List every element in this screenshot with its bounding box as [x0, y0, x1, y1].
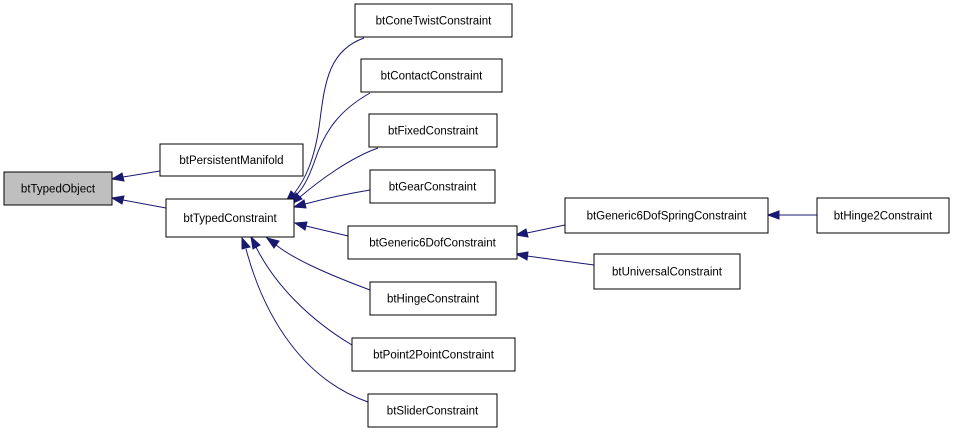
edge-generic6dof-to-typedconstraint: [305, 225, 349, 237]
node-label: btHinge2Constraint: [834, 211, 933, 223]
node-btgearconstraint[interactable]: btGearConstraint: [369, 169, 496, 204]
arrow-head-icon: [766, 210, 780, 220]
edge-hinge-to-typedconstraint: [275, 244, 371, 291]
node-label: btContactConstraint: [381, 71, 483, 83]
edge-contact-to-typedconstraint: [294, 92, 371, 197]
node-btuniversalconstraint[interactable]: btUniversalConstraint: [593, 253, 741, 290]
node-btsliderconstraint[interactable]: btSliderConstraint: [367, 393, 498, 428]
node-label: btConeTwistConstraint: [376, 16, 492, 28]
arrow-head-icon: [241, 236, 251, 250]
edge-persistentmanifold-to-typedobject: [122, 170, 161, 178]
edge-slider-to-typedconstraint: [245, 248, 369, 403]
node-label: btGeneric6DofSpringConstraint: [587, 211, 748, 223]
node-bttypedconstraint[interactable]: btTypedConstraint: [165, 198, 295, 238]
arrow-head-icon: [514, 228, 529, 238]
edge-point2point-to-typedconstraint: [255, 246, 353, 346]
node-label: btFixedConstraint: [388, 126, 479, 138]
node-label: btTypedConstraint: [183, 213, 277, 225]
node-label: btTypedObject: [21, 184, 96, 196]
arrow-head-icon: [265, 237, 280, 249]
node-label: btSliderConstraint: [387, 406, 479, 418]
arrow-head-icon: [292, 199, 307, 209]
node-bthingeconstraint[interactable]: btHingeConstraint: [369, 281, 497, 316]
node-btfixedconstraint[interactable]: btFixedConstraint: [368, 113, 498, 148]
node-bthinge2constraint[interactable]: btHinge2Constraint: [816, 197, 950, 234]
nodes: btTypedObject btPersistentManifold btTyp…: [3, 3, 950, 428]
node-label: btGeneric6DofConstraint: [369, 238, 496, 250]
arrow-head-icon: [514, 251, 529, 261]
node-btpersistentmanifold[interactable]: btPersistentManifold: [159, 143, 304, 177]
arrow-head-icon: [110, 172, 125, 182]
arrow-head-icon: [250, 235, 261, 250]
node-label: btUniversalConstraint: [612, 267, 723, 279]
node-btgeneric6dofspringconstraint[interactable]: btGeneric6DofSpringConstraint: [564, 197, 769, 234]
node-btpoint2pointconstraint[interactable]: btPoint2PointConstraint: [351, 337, 516, 372]
node-label: btPersistentManifold: [179, 155, 283, 167]
node-btcontactconstraint[interactable]: btContactConstraint: [360, 58, 503, 93]
edge-universal-to-generic6dof: [526, 255, 595, 266]
edge-gear-to-typedconstraint: [304, 189, 371, 205]
arrow-head-icon: [293, 221, 308, 231]
arrow-head-icon: [110, 195, 125, 205]
node-label: btGearConstraint: [389, 182, 477, 194]
node-bttypedobject[interactable]: btTypedObject: [3, 171, 113, 206]
node-label: btPoint2PointConstraint: [373, 350, 495, 362]
node-label: btHingeConstraint: [387, 294, 480, 306]
edge-conetwist-to-typedconstraint: [292, 37, 365, 196]
node-btgeneric6dofconstraint[interactable]: btGeneric6DofConstraint: [347, 225, 518, 260]
edge-fixed-to-typedconstraint: [299, 147, 379, 198]
edge-spring-to-generic6dof: [526, 224, 566, 234]
edge-typedconstraint-to-typedobject: [122, 199, 167, 209]
node-btconetwistconstraint[interactable]: btConeTwistConstraint: [354, 3, 513, 38]
